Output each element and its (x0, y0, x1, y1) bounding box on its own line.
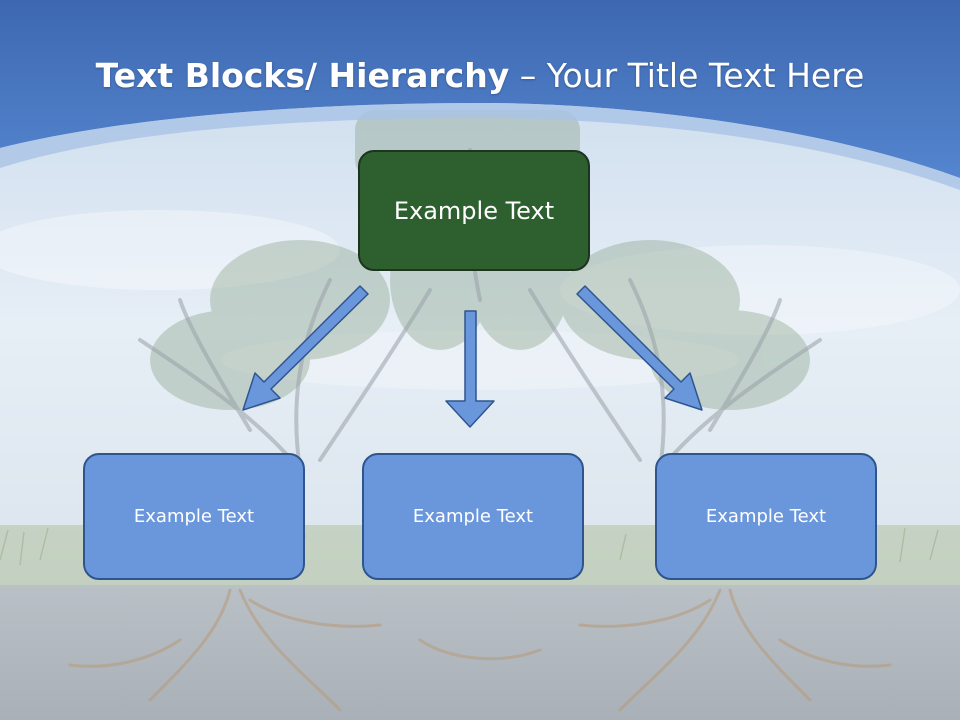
child-text-left: Example Text (133, 506, 255, 527)
arrow-to-right-box (576, 285, 703, 411)
arrow-to-center-box (445, 310, 495, 428)
child-text-center: Example Text (412, 506, 534, 527)
slide-title: Text Blocks/ Hierarchy – Your Title Text… (0, 56, 960, 96)
child-text-right: Example Text (705, 506, 827, 527)
root-text-box[interactable]: Example Text (358, 150, 590, 271)
child-text-box-center[interactable]: Example Text (362, 453, 584, 580)
title-bold-part: Text Blocks/ Hierarchy (95, 56, 510, 95)
arrow-to-left-box (242, 285, 369, 411)
child-text-box-left[interactable]: Example Text (83, 453, 305, 580)
root-text: Example Text (393, 196, 555, 225)
child-text-box-right[interactable]: Example Text (655, 453, 877, 580)
title-light-part: – Your Title Text Here (509, 56, 865, 95)
